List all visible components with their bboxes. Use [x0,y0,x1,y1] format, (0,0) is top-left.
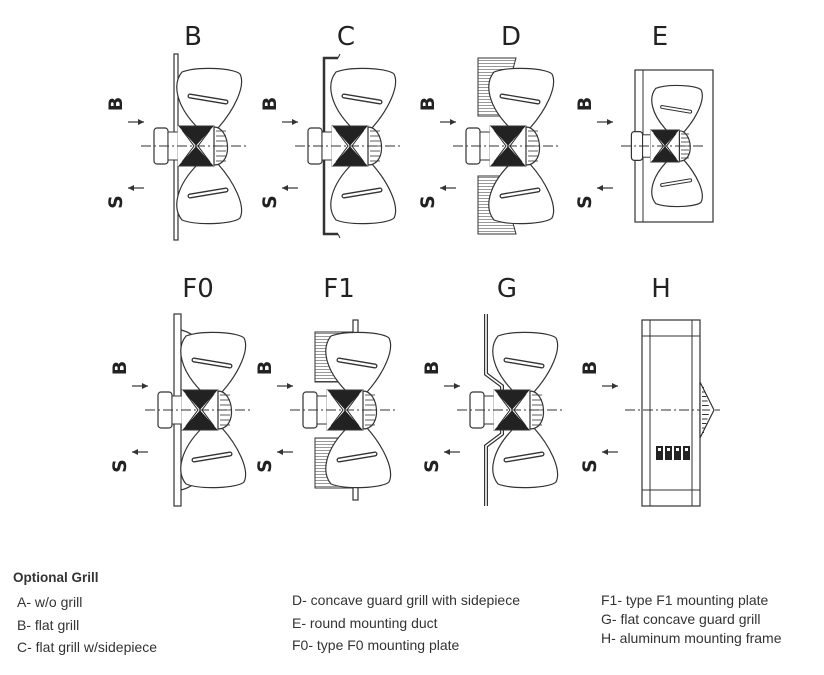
variant-f0-drawing: F0B S [109,274,250,507]
legend-item-b: B- flat grill [17,616,80,633]
airflow-label-b: B [421,361,443,375]
variant-b-drawing: B B S [105,22,246,241]
legend-item-h: H- aluminum mounting frame [601,630,782,646]
variant-h-drawing: H B S [579,274,720,507]
variant-e-drawing: E B S [574,22,714,223]
legend-item-e: E- round mounting duct [292,614,438,631]
legend-item-f1: F1- type F1 mounting plate [601,592,769,608]
airflow-label-s: S [109,459,131,473]
legend-title: Optional Grill [13,570,99,585]
legend-item-f0: F0- type F0 mounting plate [292,637,460,653]
airflow-label-b: B [105,97,127,111]
airflow-label-s: S [579,459,601,473]
airflow-label-b: B [417,97,439,111]
airflow-label-s: S [254,459,276,473]
legend-item-a: A- w/o grill [17,594,83,610]
airflow-label-b: B [259,97,281,111]
variant-label-f0: F0 [182,274,214,304]
airflow-label-b: B [109,361,131,375]
legend-item-g: G- flat concave guard grill [601,611,761,627]
airflow-label-s: S [574,195,596,209]
variant-f1-drawing: F1B S [254,274,395,501]
airflow-label-b: B [574,97,596,111]
variant-label-c: C [337,22,355,52]
airflow-label-b: B [579,361,601,375]
variant-g-drawing: G B S [421,274,562,506]
variant-label-b: B [184,22,202,52]
variant-label-f1: F1 [323,274,355,304]
variant-label-d: D [501,22,521,52]
variant-label-h: H [651,274,671,304]
variant-d-drawing: D B S [417,22,558,235]
legend-item-d: D- concave guard grill with sidepiece [292,592,520,608]
legend-column-2: D- concave guard grill with sidepiece E-… [292,589,520,657]
airflow-label-s: S [259,195,281,209]
variant-c-drawing: C B S [259,22,400,239]
legend-item-c: C- flat grill w/sidepiece [17,639,158,655]
variant-label-e: E [652,22,668,52]
legend-column-1: A- w/o grill B- flat grill C- flat grill… [17,591,157,659]
airflow-label-s: S [417,195,439,209]
airflow-label-s: S [105,195,127,209]
variant-label-g: G [497,274,517,304]
legend: Optional Grill A- w/o grill B- flat gril… [0,560,824,675]
airflow-label-s: S [421,459,443,473]
airflow-label-b: B [254,361,276,375]
legend-column-3: F1- type F1 mounting plate G- flat conca… [601,591,782,648]
